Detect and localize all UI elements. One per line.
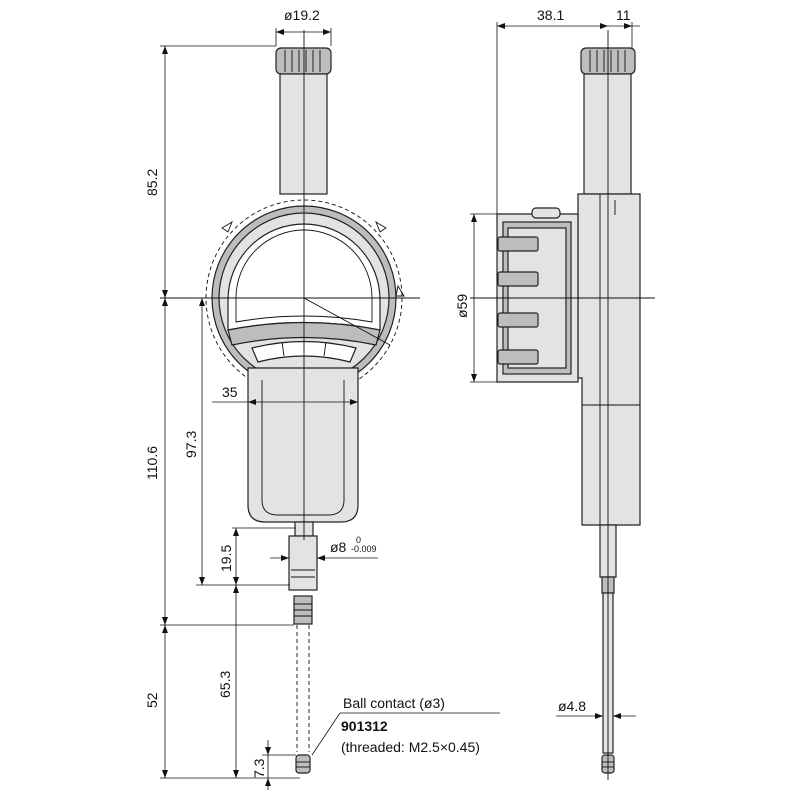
side-upper-stem [583, 73, 632, 195]
side-back-body [577, 193, 641, 526]
dim-spindle-top-dia: ø19.2 [284, 7, 320, 23]
front-view [160, 30, 420, 774]
dim-spindle-dia: ø4.8 [558, 698, 586, 714]
dim-depth-38: 38.1 [537, 7, 564, 23]
top-cap [275, 47, 332, 75]
side-view [470, 30, 655, 780]
dim-height-97: 97.3 [183, 431, 199, 458]
lower-body [247, 367, 359, 523]
dim-stem-tol-upper: 0 [356, 535, 361, 545]
callout-part-number: 901312 [341, 718, 388, 734]
dim-stem-tol-lower: -0.009 [351, 544, 377, 554]
dim-height-85: 85.2 [144, 169, 160, 196]
dim-stem-19: 19.5 [218, 545, 234, 572]
upper-stem [279, 73, 328, 195]
dim-height-52: 52 [144, 692, 160, 708]
contact-tip [295, 754, 311, 774]
dim-depth-11: 11 [616, 7, 631, 23]
callout-title: Ball contact (ø3) [343, 695, 445, 711]
lower-stem [288, 535, 318, 591]
dim-height-7: 7.3 [251, 758, 267, 778]
dim-height-110: 110.6 [144, 446, 160, 480]
dim-radius-35: 35 [222, 384, 238, 400]
dimension-lines [160, 22, 640, 790]
side-buttons [497, 236, 539, 365]
callout-note: (threaded: M2.5×0.45) [341, 739, 480, 755]
dim-stem-dia: ø8 [330, 539, 347, 555]
dim-body-dia: ø59 [454, 294, 470, 318]
dim-height-65: 65.3 [217, 671, 233, 698]
